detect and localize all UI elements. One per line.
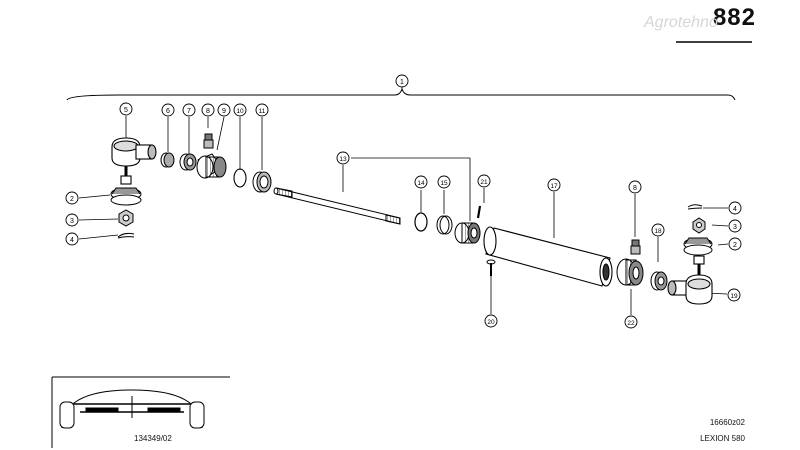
callout-9: 9 [217, 103, 231, 117]
callout-4-right: 4 [728, 201, 742, 215]
ring-10 [233, 168, 247, 188]
callout-15: 15 [437, 175, 451, 189]
svg-text:2: 2 [70, 196, 74, 203]
drawing-reference: 16660z02 [709, 418, 745, 427]
page-number: 882 [712, 4, 756, 31]
svg-text:21: 21 [480, 179, 488, 186]
callout-4-left: 4 [65, 232, 79, 246]
rod [273, 187, 401, 225]
inset-axle-diagram [59, 389, 205, 429]
svg-text:7: 7 [187, 108, 191, 115]
svg-text:20: 20 [487, 319, 495, 326]
callout-21: 21 [477, 174, 491, 188]
svg-text:19: 19 [730, 293, 738, 300]
boot-left [110, 187, 142, 206]
svg-text:8: 8 [633, 185, 637, 192]
callout-19: 19 [727, 288, 741, 302]
callout-7: 7 [182, 103, 196, 117]
svg-text:11: 11 [259, 108, 266, 115]
svg-text:22: 22 [627, 320, 635, 327]
callout-8-right: 8 [628, 180, 642, 194]
svg-text:10: 10 [236, 108, 244, 115]
svg-text:2: 2 [733, 242, 737, 249]
callout-11: 11 [255, 103, 269, 117]
svg-text:13: 13 [339, 156, 347, 163]
callout-17: 17 [547, 178, 561, 192]
assembly-bracket [66, 87, 736, 101]
ring-14 [414, 212, 428, 232]
callout-5: 5 [119, 102, 133, 116]
callout-8-left: 8 [201, 103, 215, 117]
callout-6: 6 [161, 103, 175, 117]
machine-model: LEXION 580 [700, 434, 745, 443]
watermark: Agrotehno [644, 14, 718, 31]
part-18 [650, 271, 668, 291]
svg-text:4: 4 [70, 237, 74, 244]
tie-rod-end-right [667, 255, 713, 305]
nut-right [692, 217, 706, 234]
svg-text:1: 1 [400, 79, 404, 86]
callout-1: 1 [395, 74, 409, 88]
svg-text:3: 3 [733, 224, 737, 231]
cotter-pin-right [687, 204, 703, 210]
svg-text:5: 5 [124, 107, 128, 114]
grease-nipple-right [630, 239, 641, 255]
callout-2-right: 2 [728, 237, 742, 251]
tie-rod-end-left [111, 137, 157, 185]
part-22 [616, 258, 644, 286]
svg-text:17: 17 [550, 183, 558, 190]
svg-text:9: 9 [222, 108, 226, 115]
svg-text:4: 4 [733, 206, 737, 213]
part-6 [160, 152, 175, 168]
callout-10: 10 [233, 103, 247, 117]
svg-text:14: 14 [417, 180, 425, 187]
inset-reference: 134349/02 [134, 434, 172, 443]
pin-21 [476, 205, 482, 219]
bolt-20 [486, 259, 496, 276]
callout-3-right: 3 [728, 219, 742, 233]
part-7 [179, 153, 197, 171]
callout-18: 18 [651, 223, 665, 237]
callout-22: 22 [624, 315, 638, 329]
svg-text:3: 3 [70, 218, 74, 225]
boot-right [683, 237, 713, 256]
callout-20: 20 [484, 314, 498, 328]
inset-frame [51, 376, 230, 448]
nut-left [118, 209, 134, 227]
leader-lines [78, 87, 729, 315]
callout-3-left: 3 [65, 213, 79, 227]
callout-14: 14 [414, 175, 428, 189]
callout-13: 13 [336, 151, 350, 165]
part-11 [252, 171, 272, 193]
grease-nipple-left [203, 133, 214, 149]
svg-text:6: 6 [166, 108, 170, 115]
part-9 [196, 153, 227, 179]
svg-text:8: 8 [206, 108, 210, 115]
ring-15 [436, 215, 453, 235]
svg-text:18: 18 [654, 228, 662, 235]
tube [483, 226, 613, 287]
cotter-pin-left [117, 232, 135, 239]
callouts: 1 5 2 3 4 6 7 8 9 10 11 13 14 15 21 17 8… [65, 74, 742, 329]
threaded-nut [454, 222, 481, 244]
callout-2-left: 2 [65, 191, 79, 205]
svg-text:15: 15 [440, 180, 448, 187]
